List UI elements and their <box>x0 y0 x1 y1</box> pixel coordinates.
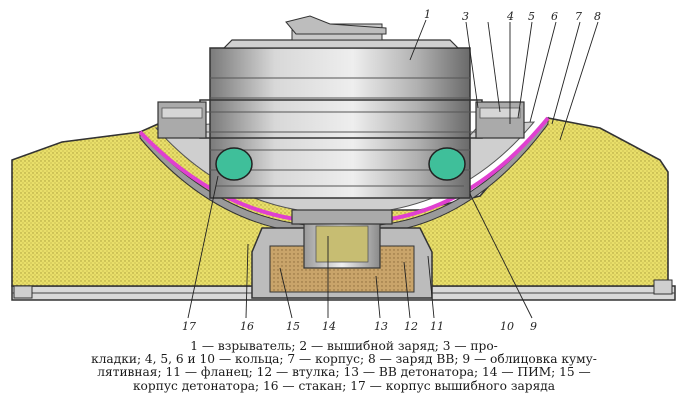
ring-left <box>215 147 253 181</box>
fuze-body <box>209 47 471 199</box>
callout-8: 8 <box>594 10 601 23</box>
callout-17: 17 <box>182 320 196 333</box>
callout-6: 6 <box>551 10 558 23</box>
callout-5: 5 <box>528 10 535 23</box>
callout-12: 12 <box>404 320 418 333</box>
callout-14: 14 <box>322 320 336 333</box>
caption-line-1: 1 — взрыватель; 2 — вышибной заряд; 3 — … <box>190 339 498 353</box>
callout-4: 4 <box>506 10 514 23</box>
callout-9: 9 <box>530 320 537 333</box>
callout-13: 13 <box>374 320 388 333</box>
callout-3: 3 <box>462 10 469 23</box>
callout-11: 11 <box>430 320 444 333</box>
callout-7: 7 <box>575 10 582 23</box>
caption-line-4: корпус детонатора; 16 — стакан; 17 — кор… <box>132 378 556 393</box>
fuze-cap <box>222 39 460 49</box>
callout-1: 1 <box>424 8 431 21</box>
callout-10: 10 <box>500 320 514 333</box>
ring-right <box>428 147 466 181</box>
leader-lines <box>187 19 599 319</box>
callout-15: 15 <box>286 320 300 333</box>
explosive-charge <box>11 117 669 287</box>
callout-16: 16 <box>240 320 254 333</box>
figure-caption: 1 — взрыватель; 2 — вышибной заряд; 3 — … <box>0 339 688 408</box>
caption-line-2: кладки; 4, 5, 6 и 10 — кольца; 7 — корпу… <box>91 352 597 367</box>
caption-line-3: лятивная; 11 — фланец; 12 — втулка; 13 —… <box>97 365 591 380</box>
charge-housing <box>139 116 549 235</box>
